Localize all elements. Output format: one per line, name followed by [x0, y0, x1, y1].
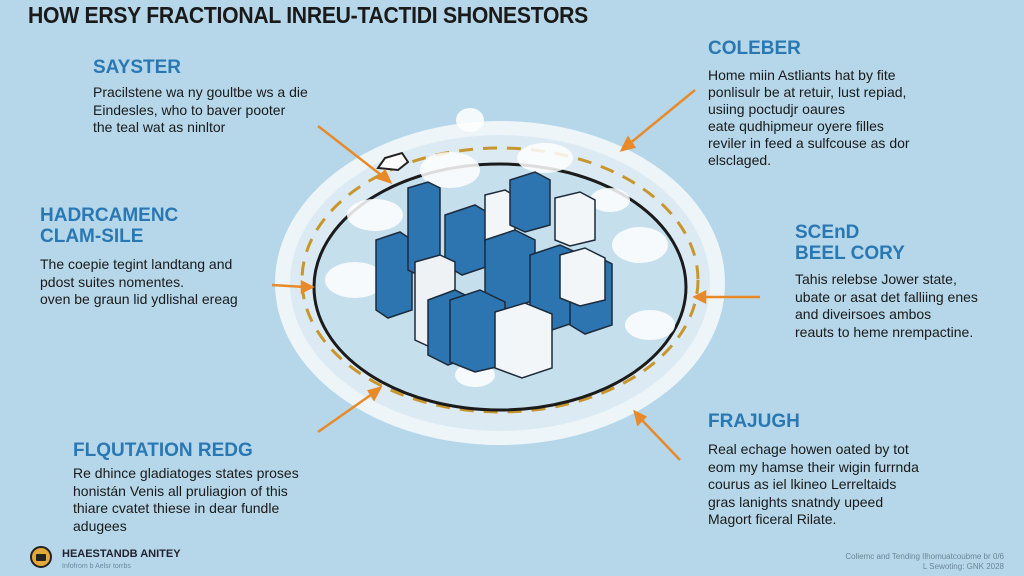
body-line: Pracilstene wa ny goultbe ws a die [93, 84, 308, 100]
body-line: adugees [73, 517, 127, 534]
body-line: Home miin Astliants hat by fite [708, 67, 896, 83]
body-line: and diveirsoes ambos [795, 306, 932, 322]
footer-brand-sub: Infofrom b Aelsr torrbs [62, 563, 131, 570]
buildings [375, 171, 613, 379]
heading-line: COLEBER [708, 38, 801, 59]
section-scend-heading: SCEnD BEEL CORY [795, 222, 905, 264]
credit-line: L Sewoting: GNK 2028 [922, 562, 1004, 571]
section-frajugh-heading: FRAJUGH [708, 411, 800, 432]
section-hadrcamenc-heading: HADRCAMENC CLAM-SILE [40, 205, 178, 247]
heading-line: HADRCAMENC [40, 205, 179, 226]
heading-line: SCEnD [795, 222, 860, 243]
body-line: The coepie tegint landtang and [40, 256, 233, 272]
body-line: usiing poctudjr oaures [708, 101, 845, 117]
body-line: Eindesles, who to baver pooter [93, 101, 286, 118]
section-coleber-heading: COLEBER [708, 38, 801, 59]
section-sayster-heading: SAYSTER [93, 57, 181, 78]
section-flqutation-heading: FLQUTATION REDG [73, 440, 253, 461]
body-line: thiare cvatet thiese in dear fundle [73, 500, 280, 516]
heading-line: CLAM-SILE [40, 226, 144, 247]
body-line: gras lanights snatndy upeed [708, 493, 884, 510]
section-frajugh-body: Real echage howen oated by tot eom my ha… [708, 441, 919, 529]
brand-logo-icon [30, 546, 52, 568]
body-line: oven be graun lid ydlishal ereag [40, 291, 238, 307]
footer-brand: HEAESTANDB ANITEY [62, 548, 181, 560]
callout-arrows [271, 89, 760, 461]
page-title: HOW ERSY FRACTIONAL INREU-TACTIDI SHONES… [28, 2, 588, 28]
body-line: reviler in feed a sulfcouse as dor [708, 135, 910, 151]
body-line: Real echage howen oated by tot [708, 441, 909, 457]
body-line: elsclaged. [708, 152, 772, 168]
body-line: eate qudhipmeur oyere filles [708, 118, 884, 134]
body-line: Re dhince gladiatoges states proses [73, 465, 299, 481]
body-line: ubate or asat det falliing enes [795, 288, 978, 305]
body-line: Tahis relebse Jower state, [795, 271, 957, 287]
body-line: eom my hamse their wigin furrnda [708, 458, 919, 475]
footer-credit: Coliemc and Tending Ilhomuatcoubme br 0/… [845, 552, 1004, 572]
credit-line: Coliemc and Tending Ilhomuatcoubme br 0/… [845, 552, 1004, 561]
section-scend-body: Tahis relebse Jower state, ubate or asat… [795, 271, 978, 341]
body-line: honistán Venis all pruliagion of this [73, 482, 288, 499]
section-hadrcamenc-body: The coepie tegint landtang and pdost sui… [40, 256, 238, 309]
clouds [325, 108, 675, 387]
heading-line: FLQUTATION REDG [73, 440, 253, 461]
heading-line: SAYSTER [93, 57, 181, 78]
body-line: ponlisulr be at retuir, lust repiad, [708, 84, 907, 100]
body-line: the teal wat as ninltor [93, 119, 226, 135]
heading-line: BEEL CORY [795, 243, 905, 264]
body-line: reauts to heme nrempactine. [795, 323, 974, 340]
section-coleber-body: Home miin Astliants hat by fite ponlisul… [708, 67, 910, 169]
body-line: pdost suites nomentes. [40, 273, 184, 290]
body-line: courus as iel lkineo Lerreltaids [708, 476, 897, 492]
section-flqutation-body: Re dhince gladiatoges states proses honi… [73, 465, 299, 535]
heading-line: FRAJUGH [708, 411, 800, 432]
body-line: Magort ficeral Rilate. [708, 511, 837, 527]
section-sayster-body: Pracilstene wa ny goultbe ws a die Einde… [93, 84, 308, 137]
